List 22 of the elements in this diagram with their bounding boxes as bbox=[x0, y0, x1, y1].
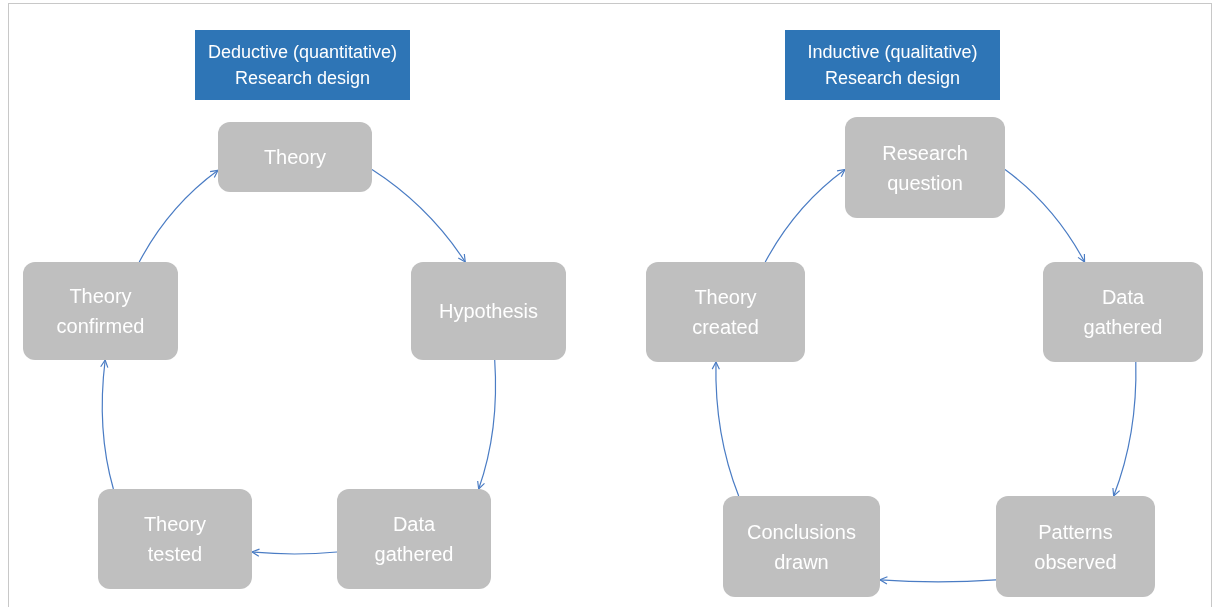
arrow bbox=[138, 169, 219, 263]
title-box: Deductive (quantitative) Research design bbox=[195, 30, 410, 100]
arrow bbox=[476, 359, 497, 490]
process-box: Theory confirmed bbox=[23, 262, 178, 360]
process-box: Theory created bbox=[646, 262, 805, 362]
process-box: Hypothesis bbox=[411, 262, 566, 360]
arrow bbox=[711, 361, 740, 497]
arrow bbox=[251, 548, 338, 557]
process-box: Conclusions drawn bbox=[723, 496, 880, 597]
process-box: Data gathered bbox=[337, 489, 491, 589]
process-box: Patterns observed bbox=[996, 496, 1155, 597]
arrow bbox=[1112, 361, 1137, 497]
arrow bbox=[100, 359, 114, 490]
arrow bbox=[764, 168, 846, 263]
process-box: Theory tested bbox=[98, 489, 252, 589]
process-box: Research question bbox=[845, 117, 1005, 218]
arrow bbox=[879, 576, 997, 585]
arrow bbox=[371, 169, 466, 263]
arrow bbox=[1004, 168, 1086, 263]
process-box: Data gathered bbox=[1043, 262, 1203, 362]
title-box: Inductive (qualitative) Research design bbox=[785, 30, 1000, 100]
process-box: Theory bbox=[218, 122, 372, 192]
